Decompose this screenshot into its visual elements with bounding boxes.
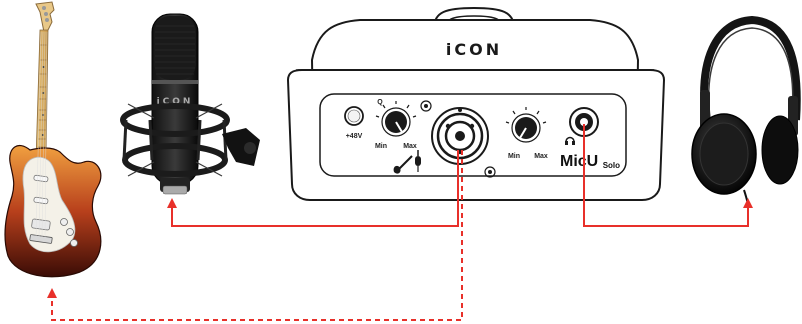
phantom-power-label: +48V bbox=[346, 133, 363, 140]
monitor-max-label: Max bbox=[534, 153, 548, 160]
headphones-icon bbox=[691, 15, 801, 205]
monitor-knob[interactable] bbox=[505, 107, 547, 143]
microphone-brand: iCON bbox=[157, 97, 194, 107]
connection-guitar-to-interface bbox=[51, 150, 463, 321]
arrowhead-microphone bbox=[167, 198, 177, 208]
arrowhead-guitar bbox=[47, 288, 57, 298]
gain-max-label: Max bbox=[403, 143, 417, 150]
studio-microphone-icon: iCON bbox=[120, 13, 260, 195]
arrowhead-headphones bbox=[743, 198, 753, 208]
connection-mic-to-interface bbox=[171, 150, 459, 227]
electric-guitar-icon bbox=[4, 1, 102, 278]
connection-lines bbox=[47, 124, 753, 321]
gear-icon bbox=[420, 100, 432, 112]
gain-knob[interactable] bbox=[375, 101, 417, 137]
interface-model-name: MicU Solo bbox=[560, 153, 620, 170]
connection-headphones-to-interface bbox=[583, 124, 749, 227]
monitor-min-label: Min bbox=[508, 153, 520, 160]
interface-model-suffix: Solo bbox=[603, 161, 620, 170]
interface-headphone-jack[interactable] bbox=[569, 107, 599, 137]
audio-interface-icon: iCON +48V Q Min Max bbox=[286, 6, 666, 201]
headphone-output-icon bbox=[565, 136, 575, 145]
interface-top-brand: iCON bbox=[446, 40, 502, 59]
guitar-mic-input-icon bbox=[393, 150, 421, 174]
gain-knob-label: Q bbox=[377, 99, 383, 106]
input-lock-icon bbox=[484, 166, 496, 178]
interface-model-main: MicU bbox=[560, 153, 598, 170]
phantom-power-button[interactable] bbox=[344, 106, 364, 126]
gain-min-label: Min bbox=[375, 143, 387, 150]
interface-combo-input[interactable] bbox=[431, 107, 489, 165]
